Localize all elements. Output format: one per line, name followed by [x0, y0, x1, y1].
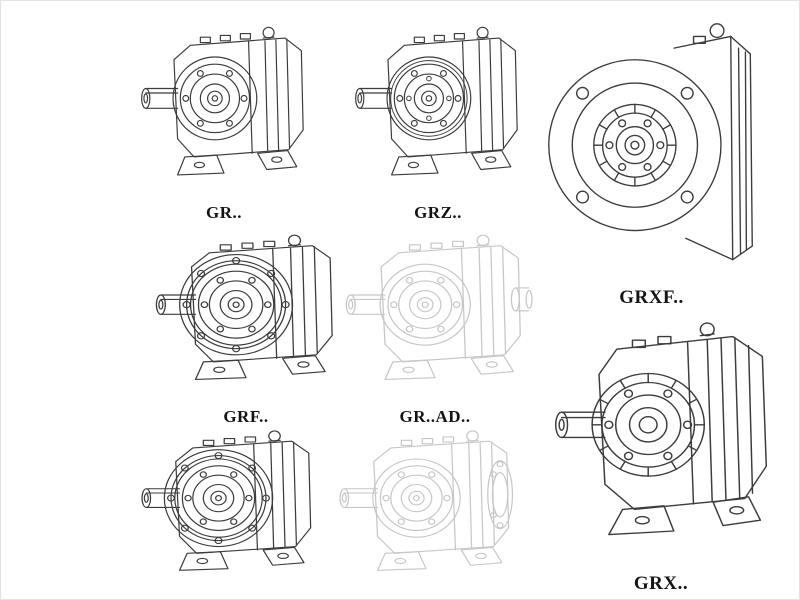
gearbox-drawing-grz	[355, 26, 518, 176]
gearbox-drawing-gr-ad	[345, 234, 533, 381]
gearbox-label-grxf: GRXF..	[619, 287, 684, 308]
gearbox-drawing-gr-f	[141, 430, 312, 571]
gearbox-figure-grx: GRX..	[538, 315, 784, 595]
gearbox-label-gr-am: GR..AM..	[331, 597, 521, 599]
gearbox-label-gr-f: GR..F	[133, 597, 323, 599]
gearbox-label-grz: GRZ..	[414, 203, 462, 222]
gearbox-drawing-gr-am	[339, 430, 514, 571]
gearbox-label-gr-ad: GR..AD..	[399, 407, 471, 426]
gearbox-figure-gr: GR..	[133, 21, 315, 223]
gearbox-figure-gr-f: GR..F	[133, 425, 323, 599]
gearbox-label-grf: GRF..	[223, 407, 269, 426]
gearbox-figure-gr-am: GR..AM..	[331, 425, 521, 599]
gearbox-drawing-grx	[554, 322, 768, 536]
gearbox-label-grx: GRX..	[633, 573, 689, 594]
gearbox-figure-grxf: GRXF..	[539, 19, 764, 309]
gearbox-figure-gr-ad: GR..AD..	[337, 229, 533, 427]
gearbox-figure-grz: GRZ..	[347, 21, 529, 223]
gearbox-drawing-grxf	[548, 23, 753, 261]
gearbox-label-gr: GR..	[206, 203, 242, 222]
gearbox-figure-grf: GRF..	[147, 229, 345, 427]
gearbox-drawing-grf	[155, 234, 333, 381]
gearbox-drawing-gr	[141, 26, 304, 176]
